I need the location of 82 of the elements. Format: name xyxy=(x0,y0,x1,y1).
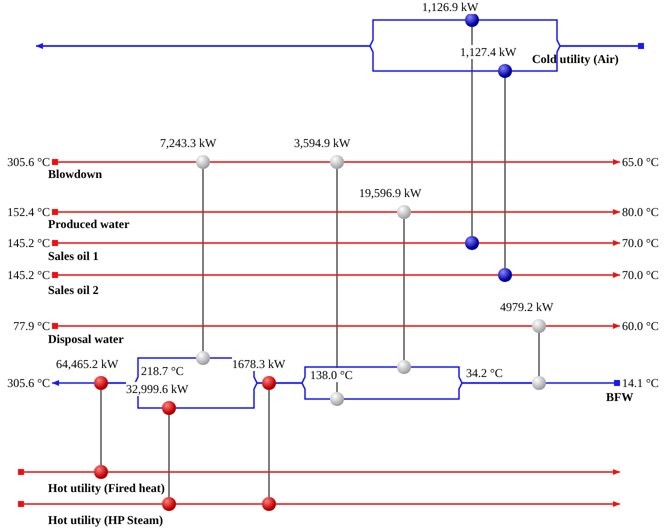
stream-line xyxy=(52,323,532,329)
temperature-label: 152.4 °C xyxy=(7,205,50,219)
temperature-label: 145.2 °C xyxy=(7,268,50,282)
stream-line xyxy=(546,380,620,386)
stream-name: Blowdown xyxy=(48,167,102,181)
stream-name: Hot utility (Fired heat) xyxy=(48,481,165,495)
exchanger-circle xyxy=(397,205,411,219)
temperature-label: 305.6 °C xyxy=(7,155,50,169)
stream-name: Cold utility (Air) xyxy=(532,52,619,66)
stream-line xyxy=(276,382,330,400)
duty-label: 19,596.9 kW xyxy=(359,186,422,200)
stream-name: BFW xyxy=(606,390,634,404)
exchanger-circle xyxy=(532,376,546,390)
exchanger-circle xyxy=(262,376,276,390)
stream-arrow xyxy=(108,469,620,475)
stream-line xyxy=(52,209,397,215)
duty-label: 7,243.3 kW xyxy=(160,136,216,150)
temperature-label: 70.0 °C xyxy=(622,268,659,282)
stream-line xyxy=(344,382,532,400)
exchanger-circle xyxy=(162,401,176,415)
exchanger-circle xyxy=(196,351,210,365)
temperature-label: 80.0 °C xyxy=(622,205,659,219)
connector-line xyxy=(100,390,102,465)
duty-label: 32,999.6 kW xyxy=(126,382,188,396)
duty-label: 1,127.4 kW xyxy=(460,45,516,59)
duty-label: 64,465.2 kW xyxy=(56,357,118,371)
connector-line xyxy=(268,390,270,497)
stream-arrow xyxy=(479,240,620,246)
exchanger-circle xyxy=(94,465,108,479)
stream-arrow xyxy=(546,323,620,329)
stream-name: Hot utility (HP Steam) xyxy=(48,513,163,527)
temperature-label: 145.2 °C xyxy=(7,236,50,250)
exchanger-circle xyxy=(465,236,479,250)
duty-label: 1,126.9 kW xyxy=(422,0,478,14)
exchanger-circle xyxy=(498,268,512,282)
exchanger-circle xyxy=(196,155,210,169)
connector-line xyxy=(538,333,540,376)
temperature-label: 77.9 °C xyxy=(13,319,50,333)
stream-line xyxy=(18,469,94,475)
stream-arrow xyxy=(411,209,620,215)
connector-line xyxy=(336,169,338,392)
stream-line xyxy=(176,382,262,409)
temperature-label: 138.0 °C xyxy=(310,368,353,382)
temperature-label: 70.0 °C xyxy=(622,236,659,250)
exchanger-circle xyxy=(397,360,411,374)
stream-arrow xyxy=(276,501,620,507)
stream-arrow xyxy=(344,159,620,165)
exchanger-circle xyxy=(330,392,344,406)
exchanger-circle xyxy=(498,64,512,78)
connector-line xyxy=(471,27,473,236)
connector-line xyxy=(202,169,204,351)
stream-line xyxy=(52,240,465,246)
stream-name: Produced water xyxy=(48,217,130,231)
exchanger-circle xyxy=(262,497,276,511)
temperature-label: 34.2 °C xyxy=(466,366,503,380)
stream-name: Disposal water xyxy=(48,332,124,346)
duty-label: 4979.2 kW xyxy=(500,300,554,314)
stream-line xyxy=(52,272,498,278)
temperature-label: 305.6 °C xyxy=(7,376,50,390)
temperature-label: 65.0 °C xyxy=(622,155,659,169)
connector-line xyxy=(168,415,170,497)
temperature-label: 14.1 °C xyxy=(622,376,659,390)
exchanger-circle xyxy=(465,13,479,27)
exchanger-circle xyxy=(532,319,546,333)
temperature-label: 60.0 °C xyxy=(622,319,659,333)
temperature-label: 218.7 °C xyxy=(141,364,184,378)
stream-arrow xyxy=(36,43,498,72)
stream-name: Sales oil 2 xyxy=(48,283,99,297)
exchanger-circle xyxy=(162,497,176,511)
connector-line xyxy=(504,78,506,268)
duty-label: 1678.3 kW xyxy=(232,357,286,371)
stream-arrow xyxy=(52,380,94,386)
stream-arrow xyxy=(512,272,620,278)
stream-name: Sales oil 1 xyxy=(48,249,99,263)
stream-line xyxy=(18,501,162,507)
exchanger-circle xyxy=(330,155,344,169)
exchanger-circle xyxy=(94,376,108,390)
duty-label: 3,594.9 kW xyxy=(294,136,350,150)
stream-line xyxy=(210,161,330,163)
stream-line xyxy=(52,159,196,165)
connector-line xyxy=(403,219,405,360)
stream-line xyxy=(176,503,262,505)
